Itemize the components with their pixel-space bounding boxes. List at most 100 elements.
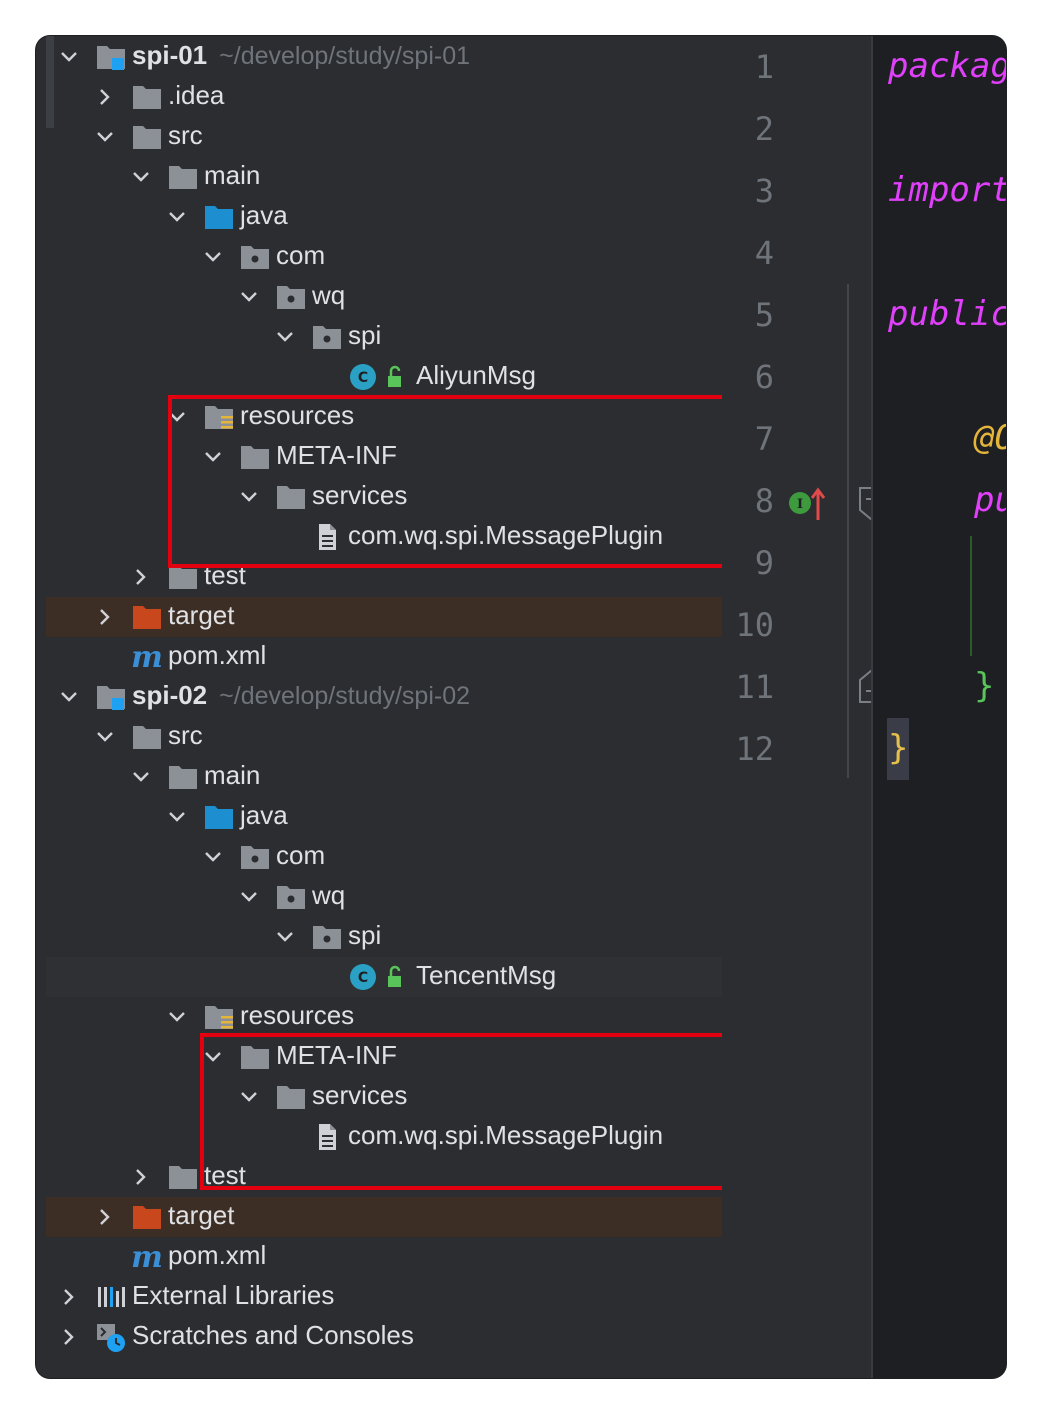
- package-icon: [240, 242, 270, 272]
- chevron-down-icon[interactable]: [94, 726, 116, 748]
- code-line-5: public: [888, 294, 1006, 334]
- tree-row-folder-main[interactable]: main: [46, 157, 722, 197]
- chevron-down-icon[interactable]: [202, 1046, 224, 1068]
- tree-row-file-messageplugin[interactable]: com.wq.spi.MessagePlugin: [46, 517, 722, 557]
- code-line-11: }: [974, 666, 995, 706]
- chevron-down-icon[interactable]: [274, 926, 296, 948]
- tree-row-folder-idea[interactable]: .idea: [46, 77, 722, 117]
- text-file-icon: [312, 1122, 342, 1152]
- code-editor[interactable]: [873, 36, 1006, 1378]
- tree-row-class-tencentmsg[interactable]: C TencentMsg: [46, 957, 722, 997]
- implements-badge-letter: I: [797, 497, 803, 512]
- tree-row-module-spi-02[interactable]: spi-02~/develop/study/spi-02: [46, 677, 722, 717]
- module-path: ~/develop/study/spi-01: [219, 42, 471, 70]
- chevron-down-icon[interactable]: [202, 846, 224, 868]
- tree-row-folder-services[interactable]: services: [46, 477, 722, 517]
- tree-row-file-pom[interactable]: m pom.xml: [46, 637, 722, 677]
- tree-scrollbar[interactable]: [46, 36, 54, 128]
- tree-row-external-libraries[interactable]: External Libraries: [46, 1277, 722, 1317]
- chevron-right-icon[interactable]: [130, 566, 152, 588]
- chevron-right-icon[interactable]: [94, 606, 116, 628]
- chevron-down-icon[interactable]: [166, 406, 188, 428]
- unlock-icon: [380, 362, 410, 392]
- chevron-down-icon[interactable]: [166, 1006, 188, 1028]
- package-icon: [312, 922, 342, 952]
- chevron-down-icon[interactable]: [202, 446, 224, 468]
- maven-icon: m: [131, 640, 163, 675]
- chevron-right-icon[interactable]: [58, 1326, 80, 1348]
- tree-row-folder-test[interactable]: test: [46, 1157, 722, 1197]
- chevron-down-icon[interactable]: [58, 46, 80, 68]
- tree-row-folder-src[interactable]: src: [46, 717, 722, 757]
- tree-row-module-spi-01[interactable]: spi-01~/develop/study/spi-01: [46, 37, 722, 77]
- chevron-down-icon[interactable]: [130, 166, 152, 188]
- tree-row-scratches[interactable]: Scratches and Consoles: [46, 1317, 722, 1357]
- tree-row-folder-target[interactable]: target: [46, 1197, 722, 1237]
- line-number: 9: [754, 544, 774, 582]
- indent-guide: [970, 536, 972, 656]
- line-number: 3: [754, 172, 774, 210]
- chevron-down-icon[interactable]: [238, 1086, 260, 1108]
- tree-row-file-pom[interactable]: m pom.xml: [46, 1237, 722, 1277]
- tree-row-folder-services[interactable]: services: [46, 1077, 722, 1117]
- tree-row-folder-target[interactable]: target: [46, 597, 722, 637]
- svg-text:m: m: [132, 642, 162, 672]
- tree-row-package-wq[interactable]: wq: [46, 877, 722, 917]
- tree-row-label: resources: [240, 1000, 355, 1030]
- tree-row-label: com.wq.spi.MessagePlugin: [348, 1120, 664, 1150]
- chevron-down-icon[interactable]: [166, 206, 188, 228]
- implements-method-marker[interactable]: I: [788, 486, 832, 522]
- tree-row-label: test: [204, 1160, 246, 1190]
- tree-row-folder-java[interactable]: java: [46, 197, 722, 237]
- highlight-box-spi-02-services: [200, 1033, 734, 1190]
- chevron-right-icon[interactable]: [58, 1286, 80, 1308]
- tree-row-label: main: [204, 160, 261, 190]
- tree-row-label: pom.xml: [168, 1240, 267, 1270]
- chevron-down-icon[interactable]: [94, 126, 116, 148]
- tree-row-package-com[interactable]: com: [46, 237, 722, 277]
- line-number: 11: [735, 668, 774, 706]
- tree-row-folder-meta-inf[interactable]: META-INF: [46, 1037, 722, 1077]
- module-icon: [96, 682, 126, 712]
- tree-row-folder-src[interactable]: src: [46, 117, 722, 157]
- folder-icon: [168, 162, 198, 192]
- tree-row-package-com[interactable]: com: [46, 837, 722, 877]
- chevron-down-icon[interactable]: [238, 286, 260, 308]
- tree-row-label: services: [312, 1080, 408, 1110]
- chevron-down-icon[interactable]: [274, 326, 296, 348]
- line-number: 7: [754, 420, 774, 458]
- fold-guide-line: [847, 284, 849, 778]
- chevron-down-icon[interactable]: [58, 686, 80, 708]
- tree-row-label: spi: [348, 920, 382, 950]
- class-icon: C: [348, 962, 378, 992]
- tree-row-file-messageplugin[interactable]: com.wq.spi.MessagePlugin: [46, 1117, 722, 1157]
- folder-icon: [240, 442, 270, 472]
- tree-row-label: META-INF: [276, 440, 397, 470]
- highlight-box-spi-01-services: [168, 395, 740, 568]
- tree-row-folder-meta-inf[interactable]: META-INF: [46, 437, 722, 477]
- tree-row-folder-resources[interactable]: resources: [46, 397, 722, 437]
- tree-row-package-wq[interactable]: wq: [46, 277, 722, 317]
- line-number: 1: [754, 48, 774, 86]
- chevron-right-icon[interactable]: [130, 1166, 152, 1188]
- folder-icon: [240, 1042, 270, 1072]
- tree-row-class-aliyunmsg[interactable]: C AliyunMsg: [46, 357, 722, 397]
- tree-row-folder-java[interactable]: java: [46, 797, 722, 837]
- resources-folder-icon: [204, 1002, 234, 1032]
- chevron-down-icon[interactable]: [202, 246, 224, 268]
- chevron-down-icon[interactable]: [130, 766, 152, 788]
- module-path: ~/develop/study/spi-02: [219, 682, 471, 710]
- tree-row-package-spi[interactable]: spi: [46, 917, 722, 957]
- tree-row-folder-resources[interactable]: resources: [46, 997, 722, 1037]
- tree-row-package-spi[interactable]: spi: [46, 317, 722, 357]
- line-number: 6: [754, 358, 774, 396]
- source-folder-icon: [204, 202, 234, 232]
- chevron-right-icon[interactable]: [94, 86, 116, 108]
- chevron-right-icon[interactable]: [94, 1206, 116, 1228]
- code-line-7: @O: [974, 418, 1006, 458]
- chevron-down-icon[interactable]: [166, 806, 188, 828]
- tree-row-label: resources: [240, 400, 355, 430]
- chevron-down-icon[interactable]: [238, 486, 260, 508]
- tree-row-folder-main[interactable]: main: [46, 757, 722, 797]
- chevron-down-icon[interactable]: [238, 886, 260, 908]
